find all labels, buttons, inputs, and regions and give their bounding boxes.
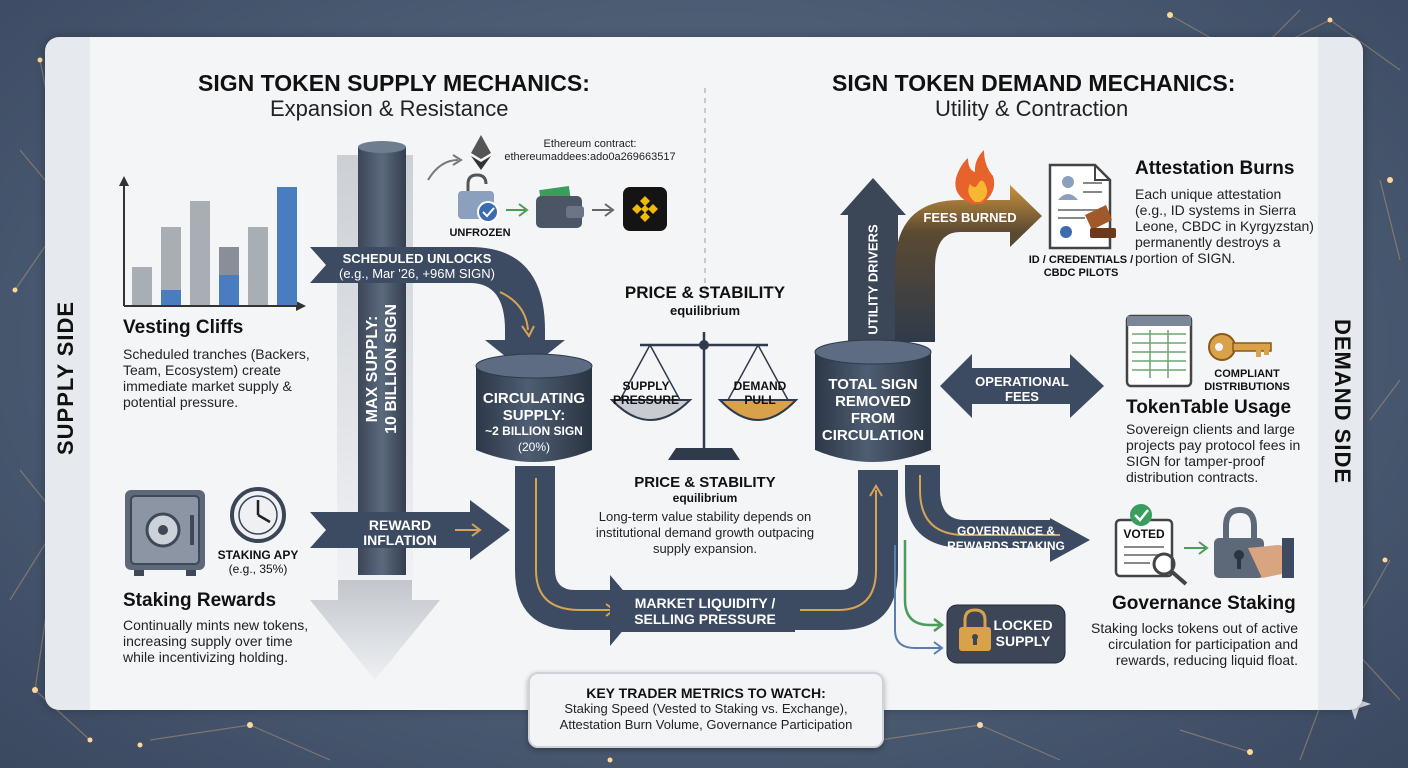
ballot-icon — [1114, 504, 1188, 586]
ethereum-icon — [471, 135, 491, 170]
supply-subtitle: Expansion & Resistance — [270, 96, 509, 121]
price-stability-top-sub: equilibrium — [669, 303, 741, 318]
chart-bar — [190, 201, 210, 305]
chart-bar — [161, 227, 181, 305]
voted-label: VOTED — [1123, 527, 1165, 541]
certificate-icon — [1048, 163, 1116, 250]
staking-apy-value: (e.g., 35%) — [228, 562, 288, 576]
price-stability-bottom-sub: equilibrium — [672, 491, 738, 505]
ethereum-contract-address: ethereumaddees:ado0a269663517 — [504, 151, 676, 163]
max-supply-arrow-head — [310, 580, 440, 680]
key-icon — [1208, 333, 1272, 361]
unlocked-padlock-icon — [458, 173, 499, 223]
metrics-title: KEY TRADER METRICS TO WATCH: — [586, 685, 826, 701]
ethereum-contract-line1: Ethereum contract: — [543, 138, 637, 150]
key-trader-metrics-box: KEY TRADER METRICS TO WATCH: Staking Spe… — [528, 672, 884, 748]
vesting-chart — [119, 176, 306, 311]
supply-title: SIGN TOKEN SUPPLY MECHANICS: — [198, 70, 590, 96]
chart-bar-highlight — [219, 275, 239, 305]
fees-burned-arrow — [895, 185, 1042, 342]
padlock-hand-icon — [1214, 506, 1294, 578]
max-supply-label: MAX SUPPLY: 10 BILLION SIGN — [364, 304, 400, 434]
staking-rewards-title: Staking Rewards — [123, 590, 277, 611]
chart-bar — [132, 267, 152, 305]
utility-drivers-arrow — [840, 178, 906, 342]
metrics-line2: Attestation Burn Volume, Governance Part… — [559, 717, 853, 732]
reward-inflation-arrow — [310, 500, 510, 560]
unfrozen-label: UNFROZEN — [449, 227, 511, 239]
chart-bar — [248, 227, 268, 305]
binance-icon — [623, 187, 667, 231]
reward-inflation-label: REWARD INFLATION — [363, 517, 437, 548]
tokentable-text: Sovereign clients and large projects pay… — [1126, 421, 1301, 485]
governance-rewards-label: GOVERNANCE & REWARDS STAKING — [947, 524, 1065, 553]
locked-supply-label: LOCKED SUPPLY — [993, 617, 1053, 649]
price-stability-top-title: PRICE & STABILITY — [624, 283, 786, 302]
circulating-amount: ~2 BILLION SIGN — [485, 424, 583, 438]
fire-icon — [955, 150, 995, 204]
staking-apy-label: STAKING APY (e.g., 35%) — [210, 548, 306, 576]
safe-icon — [125, 490, 205, 576]
fees-burned-label: FEES BURNED — [923, 210, 1017, 225]
price-stability-bottom-title: PRICE & STABILITY — [634, 474, 776, 491]
demand-pull-label: DEMAND PULL — [733, 379, 787, 407]
tokentable-title: TokenTable Usage — [1126, 397, 1292, 418]
id-credentials-label: ID / CREDENTIALS / CBDC PILOTS — [1028, 254, 1134, 279]
governance-staking-title: Governance Staking — [1112, 593, 1296, 614]
ethereum-contract-label: Ethereum contract: ethereumaddees:ado0a2… — [470, 138, 710, 164]
scheduled-unlocks-detail: (e.g., Mar '26, +96M SIGN) — [338, 266, 495, 281]
operational-fees-arrow — [940, 354, 1104, 418]
attestation-burns-title: Attestation Burns — [1135, 158, 1295, 179]
utility-drivers-label: UTILITY DRIVERS — [865, 224, 881, 335]
demand-title: SIGN TOKEN DEMAND MECHANICS: — [832, 70, 1236, 96]
scheduled-unlocks-arrow — [310, 247, 565, 372]
demand-subtitle: Utility & Contraction — [935, 96, 1129, 121]
chart-bar-highlight — [277, 187, 297, 305]
vesting-cliffs-text: Scheduled tranches (Backers, Team, Ecosy… — [123, 346, 310, 410]
spreadsheet-icon — [1125, 314, 1193, 388]
metrics-line1: Staking Speed (Vested to Staking vs. Exc… — [564, 701, 848, 716]
circulating-line2: SUPPLY: — [502, 407, 566, 424]
market-liquidity-label: MARKET LIQUIDITY / SELLING PRESSURE — [634, 595, 776, 627]
total-removed-label: TOTAL SIGN REMOVED FROM CIRCULATION — [821, 376, 925, 444]
price-stability-bottom: PRICE & STABILITY equilibrium Long-term … — [590, 474, 820, 557]
scheduled-unlocks-title: SCHEDULED UNLOCKS — [342, 251, 492, 266]
compliant-distributions-label: COMPLIANT DISTRIBUTIONS — [1204, 368, 1290, 393]
circulating-percent: (20%) — [517, 440, 550, 454]
scheduled-unlocks-label: SCHEDULED UNLOCKS (e.g., Mar '26, +96M S… — [322, 251, 512, 281]
operational-fees-label: OPERATIONAL FEES — [975, 374, 1069, 404]
governance-staking-text: Staking locks tokens out of active circu… — [1091, 620, 1298, 668]
attestation-burns-text: Each unique attestation (e.g., ID system… — [1135, 186, 1314, 266]
circulating-supply-label: CIRCULATING SUPPLY: ~2 BILLION SIGN (20%… — [476, 390, 592, 456]
clock-icon — [230, 487, 286, 543]
market-liquidity-arrow — [515, 466, 640, 646]
staking-rewards-text: Continually mints new tokens, increasing… — [123, 617, 309, 665]
chart-bar-highlight — [161, 290, 181, 305]
vesting-cliffs-title: Vesting Cliffs — [123, 317, 244, 338]
staking-apy-title: STAKING APY — [217, 548, 299, 562]
price-stability-bottom-text: Long-term value stability depends on ins… — [595, 509, 815, 556]
locked-padlock-icon — [959, 608, 991, 651]
circulating-line1: CIRCULATING — [482, 390, 586, 407]
governance-arrow — [905, 465, 1090, 562]
supply-pressure-label: SUPPLY PRESSURE — [612, 379, 680, 407]
wallet-icon — [536, 185, 584, 228]
price-stability-top: PRICE & STABILITY equilibrium — [600, 283, 810, 318]
